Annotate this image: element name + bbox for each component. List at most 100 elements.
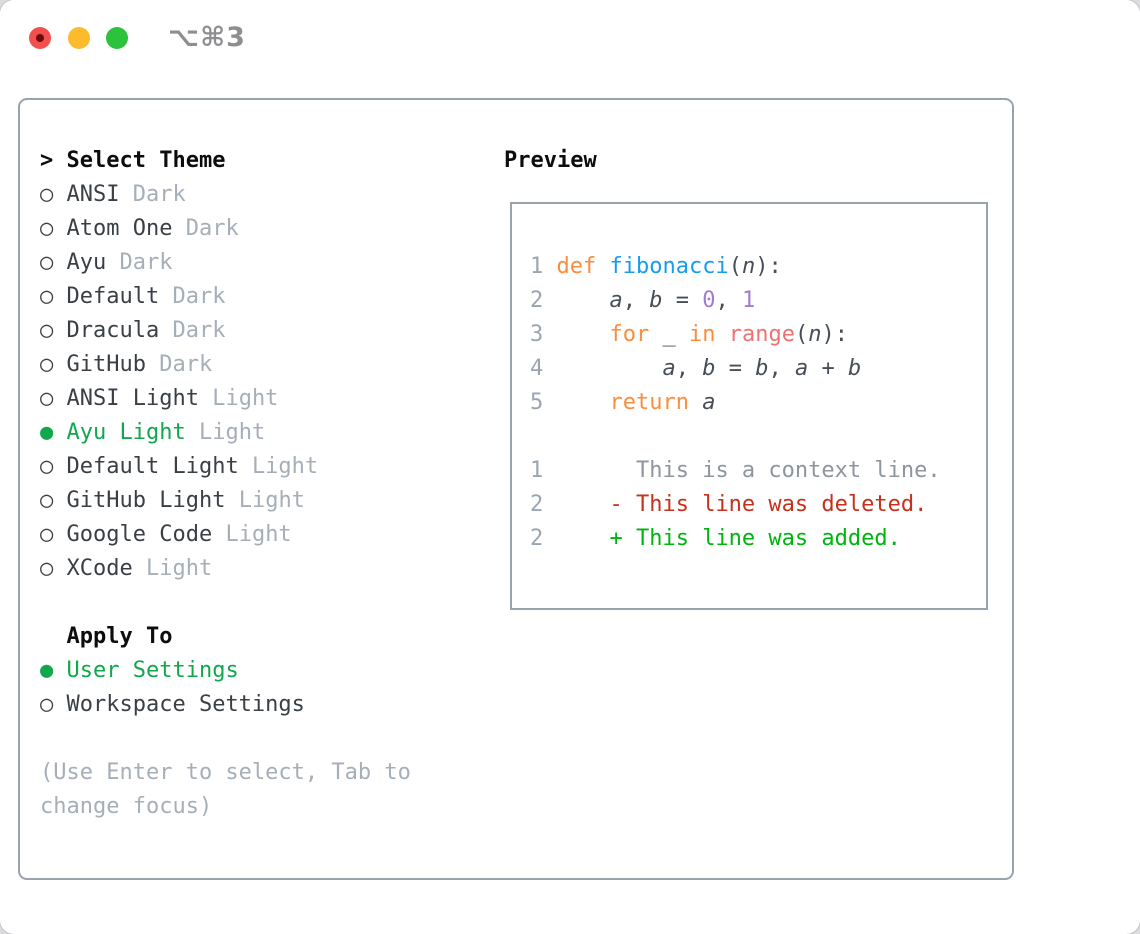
code-segment-va: n (741, 254, 756, 279)
apply-to-option[interactable]: ○ Workspace Settings (40, 688, 411, 722)
close-dot-icon (36, 34, 44, 42)
code-segment-add: + This line was added. (556, 526, 901, 551)
line-number: 4 (530, 356, 544, 381)
theme-option[interactable]: ○ Default Light Light (40, 450, 411, 484)
code-segment-kw: in (688, 322, 716, 347)
option-tag: Light (251, 454, 319, 479)
option-tag: Dark (185, 216, 239, 241)
titlebar: ⌥⌘3 (0, 0, 1140, 75)
theme-option[interactable]: ○ Default Dark (40, 280, 411, 314)
apply-to-title: Apply To (66, 624, 173, 649)
line-number: 2 (530, 288, 544, 313)
option-tag: Light (198, 420, 266, 445)
code-segment-va: b (649, 288, 663, 313)
code-segment-va: a (794, 356, 809, 381)
theme-option[interactable]: ○ Atom One Dark (40, 212, 411, 246)
code-segment-nu: 0 (702, 288, 716, 313)
option-label: Ayu (66, 250, 107, 275)
code-segment-va: b (755, 356, 769, 381)
theme-list: ○ ANSI Dark○ Atom One Dark○ Ayu Dark○ De… (40, 178, 411, 586)
close-button[interactable] (29, 27, 51, 49)
radio-unselected-icon: ○ (40, 250, 54, 275)
code-segment-pl (715, 322, 728, 347)
option-label: ANSI Light (66, 386, 199, 411)
apply-to-header: Apply To (40, 620, 411, 654)
code-segment-pl (557, 322, 610, 347)
code-segment-pl: ( (794, 322, 809, 347)
code-segment-ctx: This is a context line. (556, 458, 941, 483)
code-segment-va: b (847, 356, 862, 381)
code-line (530, 420, 986, 454)
radio-selected-icon: ● (40, 658, 54, 683)
code-line: 2 - This line was deleted. (530, 488, 986, 522)
radio-unselected-icon: ○ (40, 556, 54, 581)
theme-option[interactable]: ○ XCode Light (40, 552, 411, 586)
theme-option[interactable]: ○ GitHub Light Light (40, 484, 411, 518)
option-label: Dracula (66, 318, 160, 343)
option-label: Default Light (66, 454, 239, 479)
option-label: XCode (66, 556, 133, 581)
code-segment-pl: ): (821, 322, 848, 347)
spacer (40, 586, 411, 620)
apply-to-option[interactable]: ● User Settings (40, 654, 411, 688)
option-tag: Dark (172, 318, 226, 343)
focus-caret-icon: > (40, 148, 54, 173)
code-line: 3 for _ in range(n): (530, 318, 986, 352)
hint-line-2: change focus) (40, 794, 213, 819)
theme-option[interactable]: ○ Dracula Dark (40, 314, 411, 348)
code-segment-pl: , (675, 356, 703, 381)
option-label: Google Code (66, 522, 213, 547)
zoom-button[interactable] (106, 27, 128, 49)
select-theme-title: Select Theme (66, 148, 226, 173)
minimize-button[interactable] (68, 27, 90, 49)
theme-option[interactable]: ○ GitHub Dark (40, 348, 411, 382)
code-segment-pl: _ (649, 322, 689, 347)
option-label: ANSI (66, 182, 120, 207)
code-segment-nu: 1 (741, 288, 756, 313)
radio-selected-icon: ● (40, 420, 54, 445)
code-line: 4 a, b = b, a + b (530, 352, 986, 386)
radio-unselected-icon: ○ (40, 454, 54, 479)
code-segment-del: - This line was deleted. (556, 492, 928, 517)
code-segment-pl (557, 288, 610, 313)
code-line: 1 def fibonacci(n): (530, 250, 986, 284)
code-segment-pl: ): (755, 254, 782, 279)
code-segment-ca: range (728, 322, 795, 347)
radio-unselected-icon: ○ (40, 318, 54, 343)
hint-line-1: (Use Enter to select, Tab to (40, 760, 411, 785)
code-line: 5 return a (530, 386, 986, 420)
code-segment-va: n (808, 322, 822, 347)
option-tag: Light (238, 488, 305, 513)
line-number: 2 (530, 526, 544, 551)
code-segment-kw: def (556, 254, 597, 279)
theme-option[interactable]: ○ ANSI Dark (40, 178, 411, 212)
code-segment-kw: for (609, 322, 650, 347)
theme-option[interactable]: ● Ayu Light Light (40, 416, 411, 450)
keyboard-shortcut-label: ⌥⌘3 (168, 22, 246, 53)
theme-column: > Select Theme ○ ANSI Dark○ Atom One Dar… (40, 144, 411, 824)
theme-option[interactable]: ○ ANSI Light Light (40, 382, 411, 416)
line-number: 5 (530, 390, 544, 415)
code-line: 2 + This line was added. (530, 522, 986, 556)
option-tag: Light (212, 386, 279, 411)
code-segment-pl: + (808, 356, 848, 381)
option-tag: Light (145, 556, 213, 581)
option-label: Ayu Light (66, 420, 186, 445)
theme-option[interactable]: ○ Google Code Light (40, 518, 411, 552)
code-segment-kw: return (609, 390, 689, 415)
code-line: 1 This is a context line. (530, 454, 986, 488)
code-segment-pl: , (622, 288, 650, 313)
radio-unselected-icon: ○ (40, 522, 54, 547)
theme-option[interactable]: ○ Ayu Dark (40, 246, 411, 280)
preview-column: Preview 1 def fibonacci(n):2 a, b = 0, 1… (504, 144, 990, 610)
radio-unselected-icon: ○ (40, 352, 54, 377)
theme-selector-panel: > Select Theme ○ ANSI Dark○ Atom One Dar… (18, 98, 1014, 880)
radio-unselected-icon: ○ (40, 488, 54, 513)
code-segment-va: a (609, 288, 623, 313)
option-label: Workspace Settings (66, 692, 305, 717)
line-number: 3 (530, 322, 544, 347)
radio-unselected-icon: ○ (40, 182, 54, 207)
spacer (40, 722, 411, 756)
